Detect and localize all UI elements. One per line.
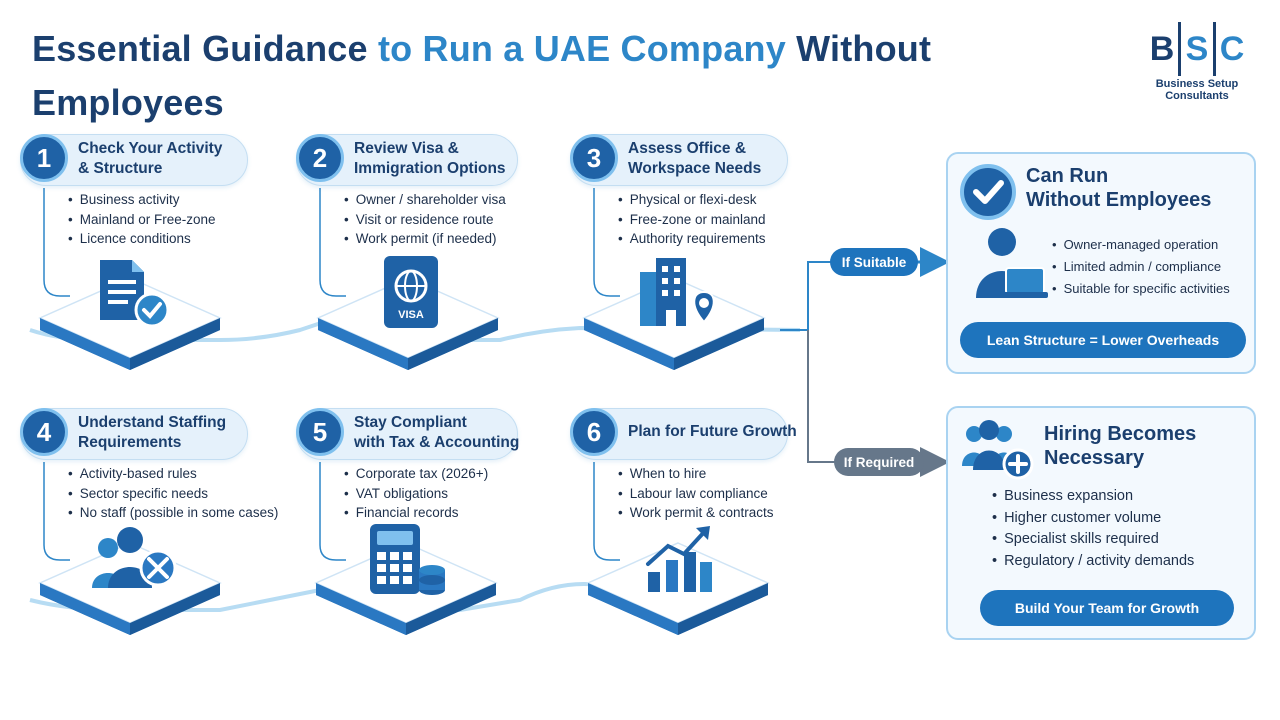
step-6: 6 Plan for Future Growth When to hire La… xyxy=(570,408,830,668)
calculator-coins-icon xyxy=(368,522,448,603)
step-number-badge: 5 xyxy=(296,408,344,456)
list-item: Licence conditions xyxy=(68,229,216,249)
outcome-hiring-bullets: Business expansion Higher customer volum… xyxy=(992,486,1194,572)
logo-tagline-1: Business Setup xyxy=(1155,78,1239,90)
step-bullets: Business activity Mainland or Free-zone … xyxy=(68,190,216,249)
bsc-logo: B S C Business Setup Consultants xyxy=(1142,20,1252,110)
step-title-line-1: Stay Compliant xyxy=(354,414,467,431)
growth-chart-icon xyxy=(644,524,716,601)
step-title-line-1: Review Visa & xyxy=(354,140,459,157)
step-title-line-2: Requirements xyxy=(78,434,182,451)
step-number-badge: 2 xyxy=(296,134,344,182)
step-title: Stay Compliant with Tax & Accounting xyxy=(354,413,519,453)
step-bullets: Corporate tax (2026+) VAT obligations Fi… xyxy=(344,464,488,523)
step-bullets: When to hire Labour law compliance Work … xyxy=(618,464,774,523)
person-laptop-icon xyxy=(972,226,1048,307)
step-title-line-1: Plan for Future Growth xyxy=(628,423,797,440)
logo-letter-s: S xyxy=(1185,29,1209,68)
list-item: Authority requirements xyxy=(618,229,766,249)
list-item: Suitable for specific activities xyxy=(1052,278,1230,300)
logo-letter-c: C xyxy=(1219,29,1245,68)
list-item: Higher customer volume xyxy=(992,508,1194,530)
step-title: Plan for Future Growth xyxy=(628,422,797,442)
outcome-title-line-2: Without Employees xyxy=(1026,189,1212,211)
step-1: 1 Check Your Activity & Structure Busines… xyxy=(20,134,280,394)
team-add-icon xyxy=(960,418,1034,485)
logo-divider xyxy=(1178,22,1181,76)
list-item: When to hire xyxy=(618,464,774,484)
list-item: No staff (possible in some cases) xyxy=(68,503,279,523)
list-item: Owner / shareholder visa xyxy=(344,190,506,210)
checkmark-icon xyxy=(960,164,1016,220)
list-item: Specialist skills required xyxy=(992,529,1194,551)
step-number-badge: 6 xyxy=(570,408,618,456)
step-title-line-1: Understand Staffing xyxy=(78,414,227,431)
list-item: Physical or flexi-desk xyxy=(618,190,766,210)
list-item: Visit or residence route xyxy=(344,210,506,230)
passport-icon: VISA xyxy=(382,254,440,335)
list-item: Free-zone or mainland xyxy=(618,210,766,230)
outcome-title-line-1: Hiring Becomes xyxy=(1044,423,1197,445)
people-no-staff-icon xyxy=(88,522,184,599)
logo-tagline-2: Consultants xyxy=(1165,90,1229,102)
list-item: VAT obligations xyxy=(344,484,488,504)
step-title: Review Visa & Immigration Options xyxy=(354,139,506,179)
page-title: Essential Guidance to Run a UAE Company … xyxy=(32,22,1032,130)
title-part-1: Essential Guidance xyxy=(32,28,378,69)
step-number-badge: 1 xyxy=(20,134,68,182)
title-part-3: Without Employees xyxy=(32,28,932,123)
step-number-badge: 4 xyxy=(20,408,68,456)
branch-if-suitable: If Suitable xyxy=(830,248,918,276)
step-title: Assess Office & Workspace Needs xyxy=(628,139,761,179)
title-part-2-highlight: to Run a UAE Company xyxy=(377,28,786,69)
list-item: Financial records xyxy=(344,503,488,523)
list-item: Corporate tax (2026+) xyxy=(344,464,488,484)
list-item: Work permit (if needed) xyxy=(344,229,506,249)
step-2: 2 Review Visa & Immigration Options Owner… xyxy=(296,134,556,394)
branch-if-required: If Required xyxy=(834,448,924,476)
build-team-button[interactable]: Build Your Team for Growth xyxy=(980,590,1234,626)
list-item: Owner-managed operation xyxy=(1052,234,1230,256)
step-bullets: Owner / shareholder visa Visit or reside… xyxy=(344,190,506,249)
step-5: 5 Stay Compliant with Tax & Accounting Co… xyxy=(296,408,556,668)
step-number-badge: 3 xyxy=(570,134,618,182)
logo-divider xyxy=(1213,22,1216,76)
list-item: Business expansion xyxy=(992,486,1194,508)
outcome-can-run-bullets: Owner-managed operation Limited admin / … xyxy=(1052,234,1230,300)
lean-structure-button[interactable]: Lean Structure = Lower Overheads xyxy=(960,322,1246,358)
step-title: Check Your Activity & Structure xyxy=(78,139,222,179)
document-check-icon xyxy=(96,258,172,335)
step-title-line-1: Assess Office & xyxy=(628,140,747,157)
list-item: Regulatory / activity demands xyxy=(992,551,1194,573)
step-3: 3 Assess Office & Workspace Needs Physica… xyxy=(570,134,830,394)
step-title-line-2: & Structure xyxy=(78,160,163,177)
outcome-title-line-2: Necessary xyxy=(1044,447,1145,469)
step-bullets: Physical or flexi-desk Free-zone or main… xyxy=(618,190,766,249)
list-item: Labour law compliance xyxy=(618,484,774,504)
list-item: Business activity xyxy=(68,190,216,210)
list-item: Mainland or Free-zone xyxy=(68,210,216,230)
logo-letter-b: B xyxy=(1149,29,1175,68)
outcome-title-line-1: Can Run xyxy=(1026,165,1109,187)
step-title-line-1: Check Your Activity xyxy=(78,140,223,157)
list-item: Activity-based rules xyxy=(68,464,278,484)
list-item: Limited admin / compliance xyxy=(1052,256,1230,278)
building-location-icon xyxy=(634,254,720,335)
step-bullets: Activity-based rules Sector specific nee… xyxy=(68,464,279,523)
passport-visa-label: VISA xyxy=(398,309,424,321)
list-item: Work permit & contracts xyxy=(618,503,774,523)
step-title-line-2: Workspace Needs xyxy=(628,160,762,177)
list-item: Sector specific needs xyxy=(68,484,278,504)
step-title-line-2: with Tax & Accounting xyxy=(354,434,520,451)
step-title-line-2: Immigration Options xyxy=(354,160,506,177)
